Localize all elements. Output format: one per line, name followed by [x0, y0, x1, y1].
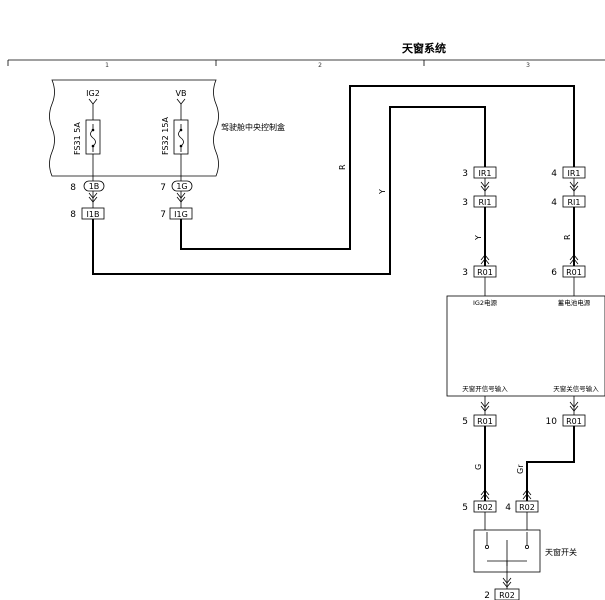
pin-5-r02: 5: [462, 503, 468, 513]
module-ig2-power: IG2电源: [473, 298, 498, 307]
connector-i1b-label: I1B: [87, 210, 100, 219]
grid-label-1: 1: [105, 62, 109, 69]
pin-6-r01: 6: [551, 268, 557, 278]
wire-color-r-top: R: [338, 164, 347, 170]
grid-label-3: 3: [526, 62, 530, 69]
connector-ri1-left-label: RI1: [478, 198, 491, 207]
connector-ri1-right-label: RI1: [567, 198, 580, 207]
fs32-name: FS32 15A: [161, 117, 170, 155]
fs32-source-label: VB: [176, 89, 187, 98]
connector-i1g-label: I1G: [174, 210, 188, 219]
connector-r01-c-label: R01: [477, 417, 493, 426]
connector-1g: [171, 180, 193, 192]
wire-gr: [526, 426, 575, 501]
connector-r01-b-label: R01: [566, 268, 582, 277]
sunroof-module: [446, 295, 605, 397]
pin-10-r01: 10: [546, 417, 558, 427]
wire-color-y-right: Y: [474, 235, 483, 241]
pin-3-ri1: 3: [462, 198, 468, 208]
pin-4-r02: 4: [505, 503, 511, 513]
pin-4-ri1: 4: [551, 198, 557, 208]
pin-5-r01: 5: [462, 417, 468, 427]
connector-r02-c: [494, 588, 520, 600]
connector-r02-b-label: R02: [519, 503, 535, 512]
connector-ir1-left-label: IR1: [478, 169, 491, 178]
wire-r: [180, 85, 575, 250]
connector-ir1-right-label: IR1: [567, 169, 580, 178]
fs31-source-label: IG2: [86, 89, 100, 98]
wire-color-g: G: [474, 464, 483, 470]
connector-r01-d-label: R01: [566, 417, 582, 426]
control-box-label: 驾驶舱中央控制盒: [221, 122, 285, 132]
module-open-signal: 天窗开信号输入: [462, 384, 508, 393]
control-box-outline: [49, 79, 219, 177]
connector-r02-a-label: R02: [477, 503, 493, 512]
wire-color-r-right: R: [563, 234, 572, 240]
connector-1b-label: 1B: [89, 182, 100, 191]
diagram-title: 天窗系统: [402, 41, 446, 55]
pin-3-ir1: 3: [462, 169, 468, 179]
wire-color-y-mid: Y: [378, 189, 387, 195]
pin-8-upper: 8: [70, 183, 76, 193]
wire-color-gr: Gr: [516, 464, 525, 474]
grid-label-2: 2: [318, 62, 322, 69]
connector-1g-label: 1G: [176, 182, 187, 191]
wire-y: [92, 106, 486, 275]
connector-r01-a-label: R01: [477, 268, 493, 277]
pin-4-ir1: 4: [551, 169, 557, 179]
fs31-name: FS31 5A: [73, 122, 82, 155]
connector-r02-c-label: R02: [499, 591, 515, 600]
sunroof-switch-label: 天窗开关: [545, 547, 577, 557]
connector-1b: [83, 180, 105, 192]
pin-7-lower: 7: [160, 210, 166, 220]
module-battery-power: 蓄电池电源: [558, 298, 591, 307]
module-close-signal: 天窗关信号输入: [553, 384, 599, 393]
pin-2-r02: 2: [484, 591, 490, 600]
pin-7-upper: 7: [160, 183, 166, 193]
pin-8-lower: 8: [70, 210, 76, 220]
pin-3-r01: 3: [462, 268, 468, 278]
